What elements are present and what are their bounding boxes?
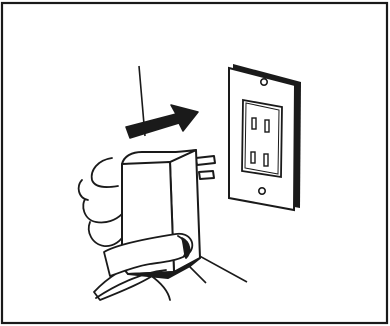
adapter-prong-lower	[199, 171, 214, 179]
lower-socket-slot-right	[264, 154, 268, 166]
upper-socket-slot-left	[252, 118, 256, 129]
plate-screw-top	[261, 79, 267, 85]
receptacle-body	[242, 100, 282, 177]
upper-socket-slot-right	[265, 120, 269, 132]
plate-screw-bottom	[259, 188, 265, 194]
adapter-prong-upper	[196, 156, 215, 165]
lower-socket-slot-left	[251, 152, 255, 163]
wall-outlet	[229, 64, 301, 210]
